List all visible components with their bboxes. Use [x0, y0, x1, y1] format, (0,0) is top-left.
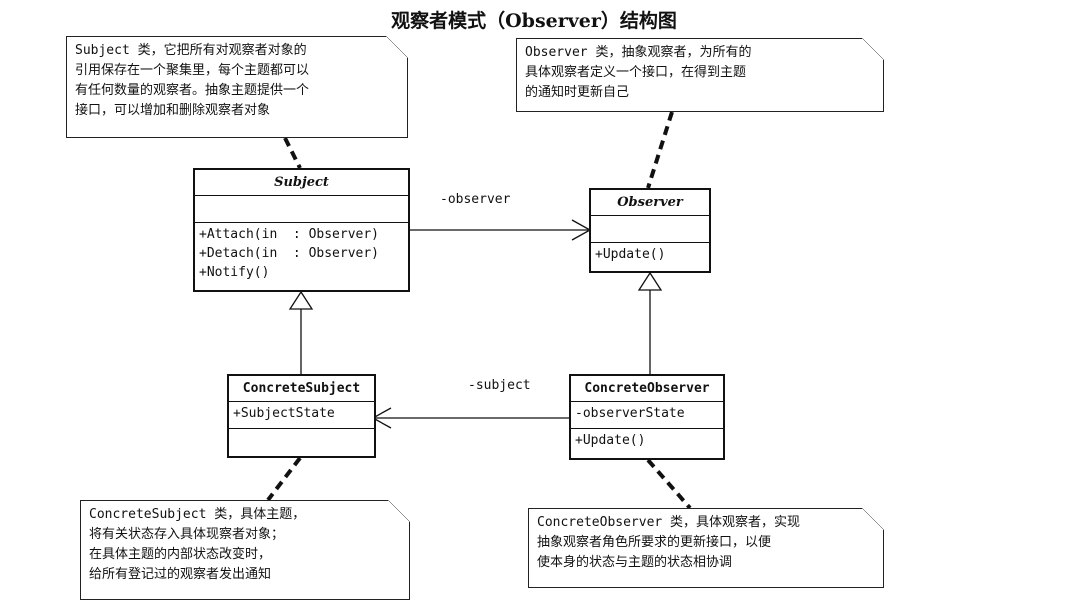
class-name-concrete-subject: ConcreteSubject [229, 376, 374, 402]
class-name-observer: Observer [591, 190, 709, 216]
note-observer: Observer 类，抽象观察者，为所有的具体观察者定义一个接口，在得到主题的通… [516, 38, 884, 112]
class-operations-concrete-observer: +Update() [571, 429, 723, 455]
class-observer[interactable]: Observer +Update() [589, 188, 711, 273]
note-line: 给所有登记过的观察者发出通知 [89, 567, 272, 582]
class-attribute: +SubjectState [233, 406, 335, 421]
class-attribute: -observerState [575, 406, 685, 421]
class-operation: +Attach(in : Observer) [199, 227, 380, 242]
class-operation: +Update() [595, 247, 666, 262]
class-concrete-subject[interactable]: ConcreteSubject +SubjectState [227, 374, 376, 458]
note-line: 将有关状态存入具体现察者对象； [89, 527, 285, 542]
note-anchor-observer [646, 111, 674, 189]
note-line: ConcreteObserver 类，具体观察者，实现 [537, 515, 801, 530]
note-fold-corner [862, 508, 884, 530]
note-anchor-subject [283, 137, 302, 169]
note-line: 具体观察者定义一个接口，在得到主题 [525, 65, 747, 80]
note-concrete-subject: ConcreteSubject 类，具体主题， 将有关状态存入具体现察者对象； 在具… [80, 500, 410, 600]
class-name-concrete-observer: ConcreteObserver [571, 376, 723, 402]
class-attributes-subject [195, 196, 408, 223]
class-operation: +Notify() [199, 265, 270, 280]
generalization-triangle-observer [637, 271, 663, 291]
class-operation: +Update() [575, 433, 646, 448]
note-line: 使本身的状态与主题的状态相协调 [537, 555, 733, 570]
class-operations-observer: +Update() [591, 243, 709, 269]
note-line: 的通知时更新自己 [525, 85, 630, 100]
note-fold-corner [388, 500, 410, 522]
class-concrete-observer[interactable]: ConcreteObserver -observerState +Update(… [569, 374, 725, 460]
association-label-subject: -subject [468, 378, 531, 393]
note-line: Subject 类，它把所有对观察者对象的 [75, 43, 307, 58]
note-line: ConcreteSubject 类，具体主题， [89, 507, 306, 522]
class-attributes-observer [591, 216, 709, 243]
class-subject[interactable]: Subject +Attach(in : Observer) +Detach(in… [193, 168, 410, 292]
class-name-subject: Subject [195, 170, 408, 196]
class-attributes-concrete-observer: -observerState [571, 402, 723, 429]
note-line: 在具体主题的内部状态改变时， [89, 547, 272, 562]
class-operations-concrete-subject [229, 429, 374, 455]
note-subject: Subject 类，它把所有对观察者对象的引用保存在一个聚集里，每个主题都可以有… [66, 36, 408, 138]
association-label-observer: -observer [440, 192, 511, 207]
class-operation: +Detach(in : Observer) [199, 246, 380, 261]
class-operations-subject: +Attach(in : Observer) +Detach(in : Obser… [195, 223, 408, 284]
class-attributes-concrete-subject: +SubjectState [229, 402, 374, 429]
note-line: 有任何数量的观察者。抽象主题提供一个 [75, 83, 310, 98]
diagram-title: 观察者模式（Observer）结构图 [391, 10, 677, 32]
note-fold-corner [862, 38, 884, 60]
generalization-triangle-subject [288, 290, 314, 310]
note-line: 抽象观察者角色所要求的更新接口，以便 [537, 535, 772, 550]
note-anchor-concrete-observer [646, 458, 692, 510]
note-fold-corner [386, 36, 408, 58]
note-concrete-observer: ConcreteObserver 类，具体观察者，实现抽象观察者角色所要求的更新… [528, 508, 884, 588]
note-line: 接口，可以增加和删除观察者对象 [75, 103, 271, 118]
note-line: Observer 类，抽象观察者，为所有的 [525, 45, 752, 60]
note-line: 引用保存在一个聚集里，每个主题都可以 [75, 63, 310, 78]
note-anchor-concrete-subject [266, 456, 302, 502]
